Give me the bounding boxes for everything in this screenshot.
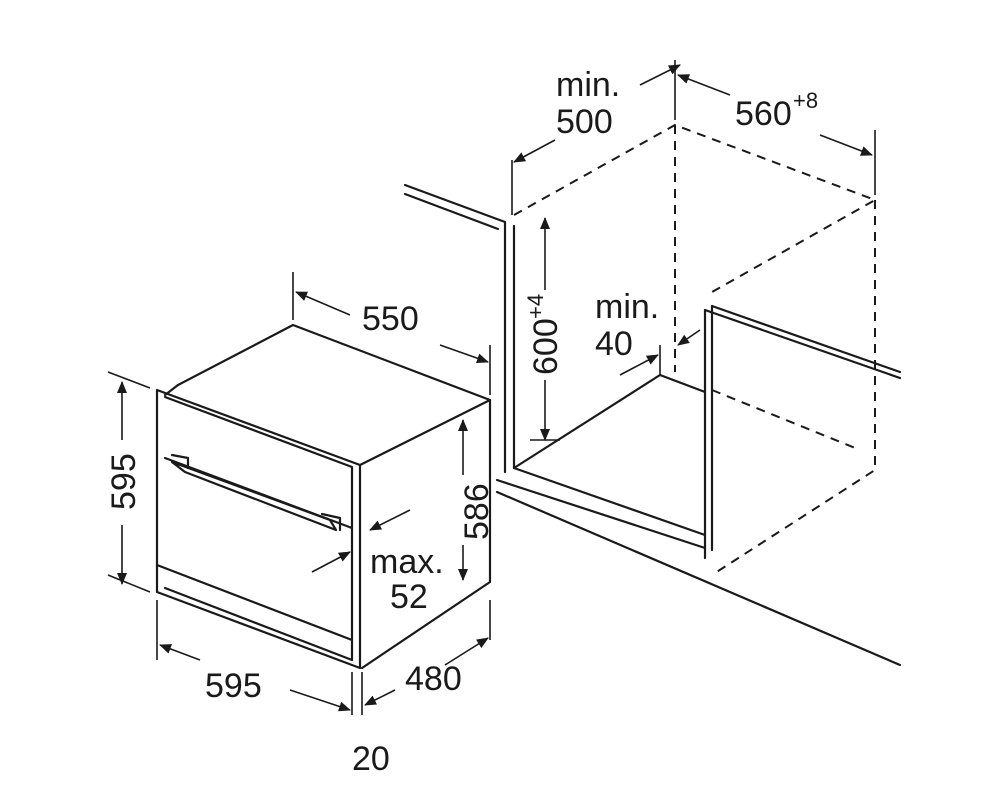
label-handle-value: 52 [390,578,428,616]
label-oven-height: 595 [105,453,143,510]
oven-dimension-lines [107,272,491,715]
label-oven-width: 595 [205,667,262,705]
oven-handle [170,460,338,532]
label-oven-depth: 550 [362,300,419,338]
dimension-lines [511,60,876,441]
label-front-panel-thickness: 20 [352,740,390,778]
label-cabinet-width-tolerance: +8 [793,88,818,113]
label-oven-body-depth: 480 [405,660,462,698]
label-gap-min: min. [595,288,659,326]
label-oven-body-height: 586 [458,483,496,540]
label-depth-min: min. [556,66,620,104]
cabinet-niche [403,183,902,667]
label-cabinet-height-tolerance: +4 [523,294,548,319]
oven [155,323,492,670]
label-cabinet-height: 600 [527,318,565,375]
label-handle-max: max. [370,543,444,581]
label-gap-value: 40 [595,325,633,363]
label-depth-value: 500 [556,103,613,141]
cabinet-dashed-outline [513,123,878,576]
label-cabinet-width: 560 [735,95,792,133]
